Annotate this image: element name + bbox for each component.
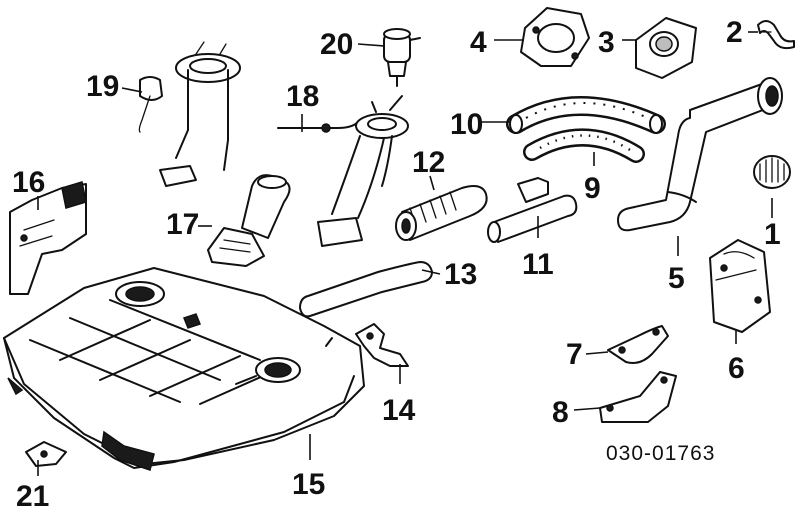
callout-1: 1 — [764, 218, 781, 251]
part-13-pipe — [299, 261, 433, 318]
callout-6: 6 — [728, 352, 745, 385]
callout-17: 17 — [166, 208, 199, 241]
callout-4: 4 — [470, 26, 487, 59]
part-9-breather-hose — [523, 128, 645, 163]
part-8-bracket — [599, 371, 677, 423]
callout-10: 10 — [450, 108, 483, 141]
part-10-vent-hose — [506, 96, 666, 134]
callout-3: 3 — [598, 26, 615, 59]
part-5-filler-neck — [617, 77, 783, 232]
part-18-pump-assembly — [277, 95, 409, 247]
callout-8: 8 — [552, 396, 569, 429]
part-15-fuel-tank — [3, 267, 365, 471]
part-3-flange-ring — [635, 17, 697, 79]
part-12-filler-hose — [395, 185, 488, 241]
callout-15: 15 — [292, 468, 325, 501]
part-11-pipe — [487, 177, 578, 243]
part-6-filler-bracket — [709, 239, 771, 333]
callout-12: 12 — [412, 146, 445, 179]
callout-18: 18 — [286, 80, 319, 113]
callout-labels: 1 2 3 4 5 6 7 8 9 10 11 12 13 14 15 16 1… — [12, 16, 781, 513]
callout-9: 9 — [584, 172, 601, 205]
callout-2: 2 — [726, 16, 743, 49]
part-1-fuel-cap — [753, 155, 791, 189]
callout-19: 19 — [86, 70, 119, 103]
part-16-heat-shield — [9, 181, 87, 295]
callout-7: 7 — [566, 338, 583, 371]
part-2-clip — [757, 20, 795, 50]
callout-5: 5 — [668, 262, 685, 295]
callout-14: 14 — [382, 394, 416, 427]
callout-20: 20 — [320, 28, 353, 61]
part-20-fuel-pump — [383, 28, 421, 87]
part-14-bracket — [355, 323, 409, 367]
reference-code: 030-01763 — [606, 442, 715, 465]
part-7-bracket — [607, 325, 669, 364]
callout-13: 13 — [444, 258, 477, 291]
callout-16: 16 — [12, 166, 45, 199]
callout-21: 21 — [16, 480, 49, 513]
part-4-gasket-ring — [520, 7, 590, 67]
part-21-clip — [25, 441, 67, 467]
part-19-fuel-sender — [138, 41, 241, 187]
leader-lines — [37, 31, 773, 476]
part-17-pump-strainer — [207, 174, 291, 267]
callout-11: 11 — [522, 248, 554, 281]
